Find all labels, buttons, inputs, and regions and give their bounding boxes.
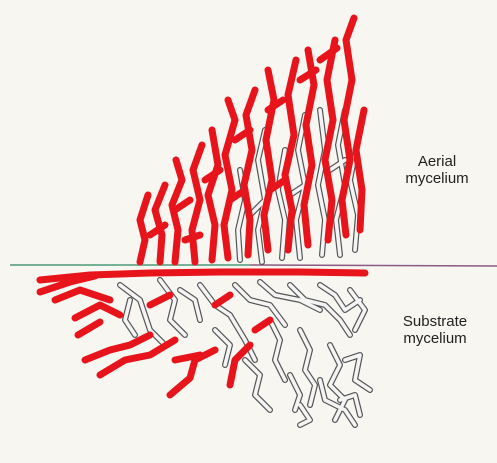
substrate-label-line2: mycelium	[380, 330, 490, 347]
aerial-white-hyphae	[238, 110, 358, 262]
substrate-mycelium-label: Substrate mycelium	[380, 313, 490, 347]
aerial-label-line1: Aerial	[382, 153, 492, 170]
aerial-red-hyphae	[140, 18, 364, 262]
aerial-mycelium-label: Aerial mycelium	[382, 153, 492, 187]
surface-line	[10, 265, 497, 266]
substrate-label-line1: Substrate	[380, 313, 490, 330]
aerial-label-line2: mycelium	[382, 170, 492, 187]
